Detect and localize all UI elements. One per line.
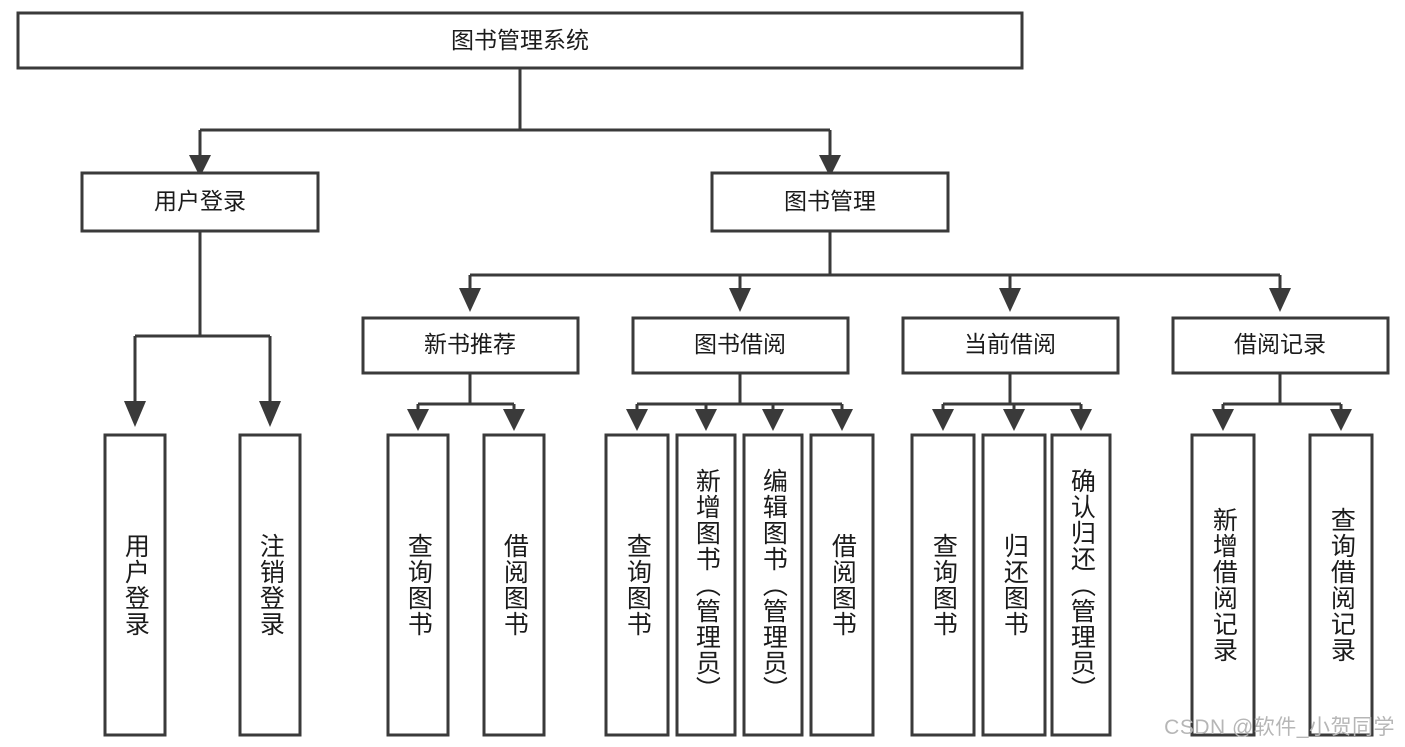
leaf-label-3: 借阅图书 bbox=[500, 533, 529, 637]
leaf-node-borrow-book-2[interactable]: 借阅图书 bbox=[809, 433, 875, 737]
connector-new-book-rec-branch bbox=[416, 373, 516, 412]
leaf-label-5: 新增图书（管理员） bbox=[692, 468, 721, 702]
arrowhead-leaf-query-book-1 bbox=[407, 409, 429, 431]
level1-box-0 bbox=[80, 171, 320, 233]
leaf-node-add-record[interactable]: 新增借阅记录 bbox=[1190, 433, 1256, 737]
arrowhead-to-book-borrow bbox=[729, 288, 751, 312]
leaf-node-add-book[interactable]: 新增图书（管理员） bbox=[675, 433, 737, 737]
level1-label-1: 图书管理 bbox=[784, 188, 876, 214]
arrowhead-leaf-add-book bbox=[695, 409, 717, 431]
node-level2-current-borrow[interactable]: 当前借阅 bbox=[901, 316, 1120, 375]
arrowhead-leaf-confirm-return bbox=[1070, 409, 1092, 431]
arrowhead-to-current-borrow bbox=[999, 288, 1021, 312]
arrowhead-to-book-management bbox=[819, 155, 841, 177]
leaf-node-user-login[interactable]: 用户登录 bbox=[103, 433, 167, 737]
level1-box-1 bbox=[710, 171, 950, 233]
arrowhead-to-borrow-record bbox=[1269, 288, 1291, 312]
leaf-node-borrow-book-1[interactable]: 借阅图书 bbox=[482, 433, 546, 737]
level2-label-2: 当前借阅 bbox=[964, 331, 1056, 357]
leaf-label-4: 查询图书 bbox=[623, 533, 652, 637]
connector-user-login-branch bbox=[133, 231, 272, 404]
connector-layer bbox=[124, 68, 1352, 431]
level2-box-3 bbox=[1171, 316, 1390, 375]
arrowhead-leaf-edit-book bbox=[762, 409, 784, 431]
node-level2-book-borrow[interactable]: 图书借阅 bbox=[631, 316, 850, 375]
node-level2-new-book-rec[interactable]: 新书推荐 bbox=[361, 316, 580, 375]
arrowhead-leaf-return-book bbox=[1003, 409, 1025, 431]
leaf-label-12: 查询借阅记录 bbox=[1327, 507, 1356, 663]
arrowhead-leaf-logout bbox=[259, 401, 281, 427]
leaf-label-0: 用户登录 bbox=[121, 533, 150, 637]
level2-label-0: 新书推荐 bbox=[424, 331, 516, 357]
leaf-label-9: 归还图书 bbox=[1000, 533, 1029, 637]
leaf-node-query-record[interactable]: 查询借阅记录 bbox=[1308, 433, 1374, 737]
node-level1-book-management[interactable]: 图书管理 bbox=[710, 171, 950, 233]
leaf-box-1 bbox=[238, 433, 302, 737]
arrowhead-leaf-query-book-3 bbox=[932, 409, 954, 431]
leaf-label-6: 编辑图书（管理员） bbox=[759, 468, 788, 702]
level2-label-1: 图书借阅 bbox=[694, 331, 786, 357]
arrowhead-leaf-query-record bbox=[1330, 409, 1352, 431]
arrowhead-leaf-user-login bbox=[124, 401, 146, 427]
level2-box-2 bbox=[901, 316, 1120, 375]
leaf-label-11: 新增借阅记录 bbox=[1209, 507, 1238, 663]
leaf-node-query-book-1[interactable]: 查询图书 bbox=[386, 433, 450, 737]
root-label: 图书管理系统 bbox=[451, 27, 589, 53]
leaf-box-10 bbox=[1050, 433, 1112, 737]
arrowhead-leaf-add-record bbox=[1212, 409, 1234, 431]
leaf-node-return-book[interactable]: 归还图书 bbox=[981, 433, 1047, 737]
leaf-box-4 bbox=[604, 433, 670, 737]
leaf-box-8 bbox=[910, 433, 976, 737]
leaf-box-11 bbox=[1190, 433, 1256, 737]
arrowhead-to-new-book-rec bbox=[459, 288, 481, 312]
arrowhead-to-user-login bbox=[189, 155, 211, 177]
leaf-box-3 bbox=[482, 433, 546, 737]
leaf-node-logout[interactable]: 注销登录 bbox=[238, 433, 302, 737]
node-level1-user-login[interactable]: 用户登录 bbox=[80, 171, 320, 233]
level2-box-0 bbox=[361, 316, 580, 375]
connector-book-management-bus bbox=[468, 231, 1282, 291]
connector-borrow-record-branch bbox=[1221, 373, 1343, 412]
leaf-box-2 bbox=[386, 433, 450, 737]
leaf-node-confirm-return[interactable]: 确认归还（管理员） bbox=[1050, 433, 1112, 737]
arrowhead-leaf-borrow-book-1 bbox=[503, 409, 525, 431]
leaf-label-7: 借阅图书 bbox=[828, 533, 857, 637]
leaf-label-10: 确认归还（管理员） bbox=[1067, 468, 1096, 702]
leaf-node-query-book-2[interactable]: 查询图书 bbox=[604, 433, 670, 737]
leaf-label-8: 查询图书 bbox=[929, 533, 958, 637]
root-box bbox=[16, 11, 1024, 70]
level1-label-0: 用户登录 bbox=[154, 188, 246, 214]
leaf-box-12 bbox=[1308, 433, 1374, 737]
arrowhead-leaf-borrow-book-2 bbox=[831, 409, 853, 431]
leaf-box-0 bbox=[103, 433, 167, 737]
connector-root-trunk bbox=[198, 68, 832, 158]
leaf-box-7 bbox=[809, 433, 875, 737]
node-root[interactable]: 图书管理系统 bbox=[16, 11, 1024, 70]
level2-box-1 bbox=[631, 316, 850, 375]
leaf-box-5 bbox=[675, 433, 737, 737]
level2-label-3: 借阅记录 bbox=[1234, 331, 1326, 357]
leaf-node-query-book-3[interactable]: 查询图书 bbox=[910, 433, 976, 737]
connector-book-borrow-branch bbox=[635, 373, 844, 412]
leaf-node-edit-book[interactable]: 编辑图书（管理员） bbox=[742, 433, 804, 737]
leaf-label-2: 查询图书 bbox=[404, 533, 433, 637]
leaf-label-1: 注销登录 bbox=[256, 533, 285, 637]
connector-current-borrow-branch bbox=[941, 373, 1083, 412]
leaf-box-9 bbox=[981, 433, 1047, 737]
node-level2-borrow-record[interactable]: 借阅记录 bbox=[1171, 316, 1390, 375]
leaf-box-6 bbox=[742, 433, 804, 737]
arrowhead-leaf-query-book-2 bbox=[626, 409, 648, 431]
